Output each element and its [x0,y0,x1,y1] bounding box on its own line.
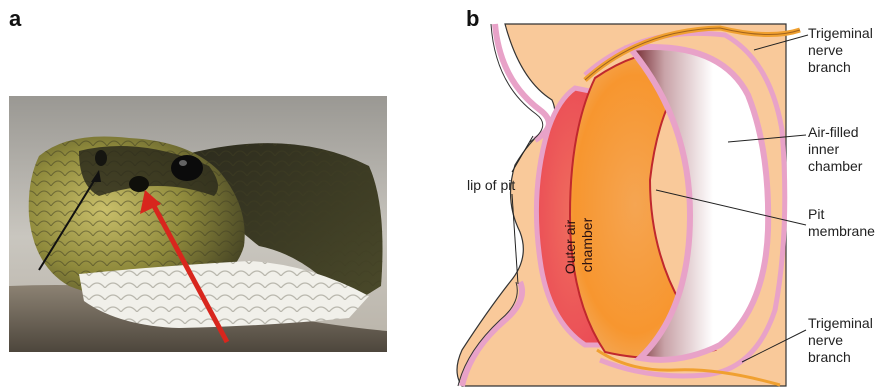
leader-trigeminal-top [754,35,808,50]
trigeminal-nerve-bottom [597,350,780,385]
panel-label-a: a [9,6,21,32]
label-pit-membrane: Pit membrane [808,206,875,239]
label-outer-air-chamber: Outer air chamber [562,216,595,274]
outer-air-chamber [536,88,610,345]
label-air-filled: Air-filled inner chamber [808,124,863,174]
leader-air-filled [728,135,806,142]
air-filled-inner-chamber [630,47,768,360]
rim-lining [585,33,785,376]
label-trigeminal-top: Trigeminal nerve branch [808,25,877,75]
leader-pit-membrane [656,190,806,225]
panel-label-b: b [466,6,479,32]
snake-head-photo [9,96,387,352]
leader-lip-bottom [512,194,518,284]
pit-lining-upper [495,24,549,140]
trigeminal-nerve-top [585,28,800,80]
label-trigeminal-bottom: Trigeminal nerve branch [808,315,877,365]
tissue-region [457,24,786,386]
leader-lip-top [512,136,533,172]
pit-membrane [570,51,715,358]
leader-trigeminal-bottom [742,330,806,362]
label-lip-of-pit: lip of pit [467,177,515,193]
pit-lining-lower [462,282,522,386]
pit-lining-upper-outline [491,24,543,142]
